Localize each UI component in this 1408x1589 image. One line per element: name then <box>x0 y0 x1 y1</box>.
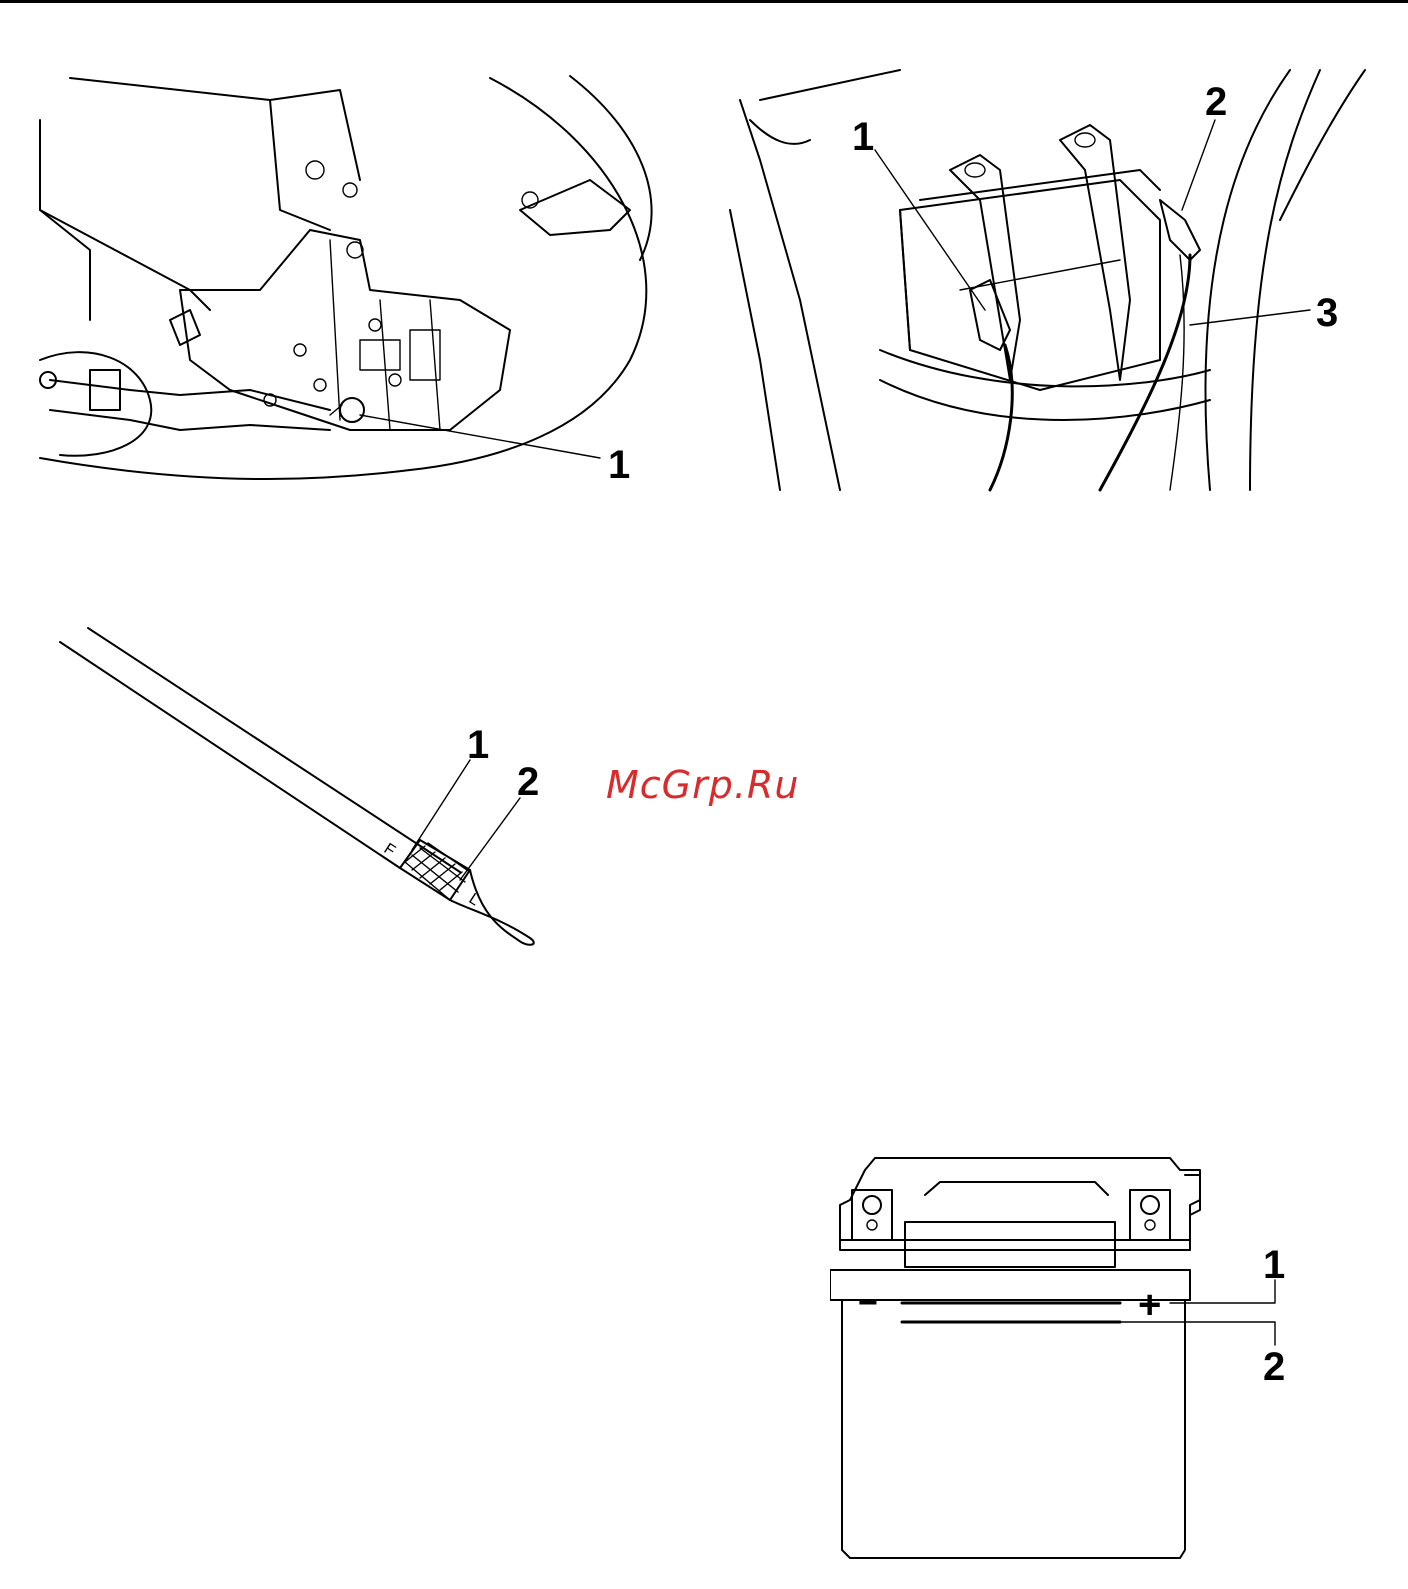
leader-line-1 <box>360 415 600 458</box>
leader-line-2 <box>1182 120 1215 210</box>
callout-2: 2 <box>1205 80 1227 124</box>
figure-battery-diagram: − + 1 2 <box>830 1150 1310 1570</box>
figure-dipstick: F L 1 2 <box>40 600 560 960</box>
frame-tube-left <box>740 100 840 490</box>
battery-handle <box>925 1182 1108 1195</box>
callout-2: 2 <box>1263 1345 1285 1389</box>
figure-engine-drain: 1 <box>30 60 690 500</box>
callout-1: 1 <box>1263 1243 1285 1287</box>
battery-diagram-illustration: − + 1 2 <box>830 1150 1310 1570</box>
callout-2: 2 <box>517 760 539 804</box>
dipstick-edge-top <box>60 642 400 868</box>
hose-lower <box>50 410 330 430</box>
battery-body <box>900 180 1160 390</box>
callout-1: 1 <box>467 723 489 767</box>
cable-cap-2 <box>1160 200 1200 260</box>
top-rule <box>0 0 1408 3</box>
callout-1: 1 <box>608 443 630 487</box>
leader-line-1 <box>412 760 470 850</box>
battery-label-area <box>905 1222 1115 1267</box>
drain-bolt <box>340 398 364 422</box>
dipstick-hatched-zone <box>400 840 470 900</box>
engine-drain-illustration: 1 <box>30 60 690 500</box>
wheel-arc <box>40 352 151 456</box>
dipstick-illustration: F L 1 2 <box>40 600 560 960</box>
fender-right-outer <box>1205 70 1290 490</box>
callout-3: 3 <box>1316 291 1338 335</box>
figure-battery-installed: 1 2 3 <box>720 60 1380 500</box>
hose-fitting <box>90 370 120 410</box>
holder-right <box>1060 125 1130 380</box>
watermark-text: McGrp.Ru <box>606 763 799 807</box>
frame-left <box>40 120 210 310</box>
battery-body <box>830 1270 1190 1558</box>
positive-mark: + <box>1138 1283 1161 1327</box>
leader-line-2 <box>460 798 520 880</box>
callout-1: 1 <box>852 115 874 159</box>
tube-clamp <box>750 120 810 144</box>
frame-top <box>70 78 360 180</box>
leader-line-1 <box>875 150 985 310</box>
dipstick-edge-bottom <box>88 628 460 872</box>
negative-mark: − <box>858 1284 878 1322</box>
battery-installed-illustration: 1 2 3 <box>720 60 1380 500</box>
hose-upper <box>50 380 330 410</box>
